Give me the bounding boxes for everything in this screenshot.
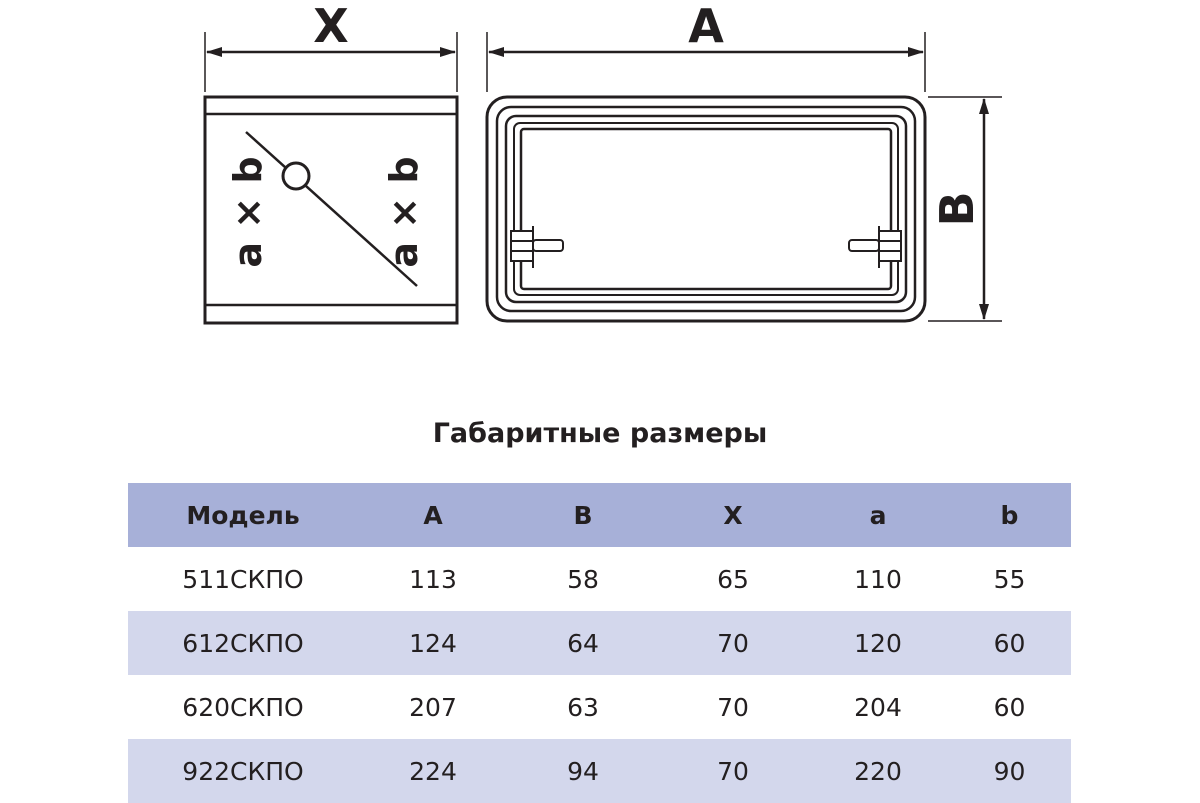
dimension-label-b: B bbox=[930, 191, 984, 226]
header-cell-a-lower: a bbox=[869, 500, 887, 530]
header-cell-x: X bbox=[723, 500, 743, 530]
table-cell: 70 bbox=[717, 628, 749, 658]
table-cell: 113 bbox=[409, 564, 457, 594]
table-cell: 224 bbox=[409, 756, 457, 786]
table-row: 620СКПО 207 63 70 204 60 bbox=[128, 675, 1071, 739]
inner-opening bbox=[519, 127, 893, 291]
table-cell: 94 bbox=[567, 756, 599, 786]
table-cell: 124 bbox=[409, 628, 457, 658]
dimensions-table: Модель A B X a b 511СКПО 113 58 65 110 5… bbox=[128, 483, 1071, 803]
header-cell-b-upper: B bbox=[573, 500, 593, 530]
size-marking-right: a × b bbox=[382, 156, 426, 267]
technical-drawing: X a × b a × b A B bbox=[203, 0, 1002, 325]
diameter-symbol-circle bbox=[281, 161, 311, 191]
side-view-body bbox=[203, 95, 459, 325]
outer-frame bbox=[485, 95, 927, 323]
latch-left bbox=[510, 226, 564, 268]
size-marking-left: a × b bbox=[226, 156, 270, 267]
header-cell-model: Модель bbox=[186, 500, 300, 530]
header-cell-b-lower: b bbox=[1000, 500, 1019, 530]
table-row: 612СКПО 124 64 70 120 60 bbox=[128, 611, 1071, 675]
frame-contour-3 bbox=[513, 122, 899, 296]
table-cell-model: 922СКПО bbox=[182, 756, 304, 786]
table-cell: 220 bbox=[854, 756, 902, 786]
table-cell: 120 bbox=[854, 628, 902, 658]
table-cell: 70 bbox=[717, 756, 749, 786]
table-cell: 55 bbox=[993, 564, 1026, 594]
table-cell-model: 620СКПО bbox=[182, 692, 304, 722]
table-cell: 110 bbox=[854, 564, 902, 594]
frame-contour-1 bbox=[495, 105, 917, 313]
table-cell: 64 bbox=[567, 628, 599, 658]
table-cell: 207 bbox=[409, 692, 457, 722]
dimension-label-x: X bbox=[313, 0, 348, 53]
table-row: 922СКПО 224 94 70 220 90 bbox=[128, 739, 1071, 803]
table-cell: 65 bbox=[717, 564, 749, 594]
table-cell: 58 bbox=[567, 564, 599, 594]
table-cell: 60 bbox=[993, 692, 1026, 722]
header-cell-a-upper: A bbox=[423, 500, 443, 530]
table-cell-model: 511СКПО bbox=[182, 564, 304, 594]
table-cell: 90 bbox=[993, 756, 1026, 786]
latch-right bbox=[848, 226, 902, 268]
front-view bbox=[485, 32, 1002, 323]
table-cell: 63 bbox=[567, 692, 599, 722]
dimension-label-a: A bbox=[688, 0, 724, 53]
table-cell: 60 bbox=[993, 628, 1026, 658]
flow-diagonal-line bbox=[245, 131, 418, 287]
table-cell-model: 612СКПО bbox=[182, 628, 304, 658]
table-cell: 70 bbox=[717, 692, 749, 722]
table-cell: 204 bbox=[854, 692, 902, 722]
table-header-row: Модель A B X a b bbox=[128, 483, 1071, 547]
side-view bbox=[203, 32, 459, 325]
table-row: 511СКПО 113 58 65 110 55 bbox=[128, 547, 1071, 611]
frame-contour-2 bbox=[504, 114, 908, 304]
dimensions-title: Габаритные размеры bbox=[432, 418, 768, 449]
